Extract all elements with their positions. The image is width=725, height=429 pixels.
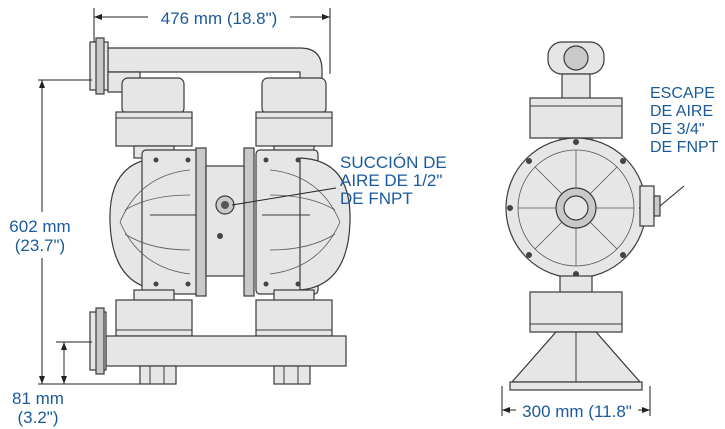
air-inlet-line-3: DE FNPT: [340, 189, 413, 208]
air-exhaust-callout: ESCAPE DE AIRE DE 3/4" DE FNPT: [650, 85, 719, 156]
air-exhaust-line-3: DE 3/4": [650, 121, 705, 138]
air-exhaust-line-4: DE FNPT: [650, 139, 719, 156]
air-inlet-line-2: AIRE DE 1/2": [340, 171, 442, 190]
air-inlet-line-1: SUCCIÓN DE: [340, 153, 447, 172]
dimension-width-side: 300 mm (11.8": [522, 402, 632, 421]
dimension-height-mm: 602 mm: [9, 217, 70, 236]
air-exhaust-line-1: ESCAPE: [650, 85, 715, 102]
dimension-inlet-in: (3.2"): [18, 408, 59, 427]
air-inlet-callout: SUCCIÓN DE AIRE DE 1/2" DE FNPT: [340, 153, 447, 208]
dimension-height-in: (23.7"): [15, 236, 65, 255]
dimension-inlet-mm: 81 mm: [12, 389, 64, 408]
side-view-pump: [505, 41, 661, 391]
air-exhaust-line-2: DE AIRE: [650, 103, 713, 120]
front-view-pump: [89, 37, 351, 385]
dimension-width-front: 476 mm (18.8"): [161, 9, 278, 28]
dimension-lines: [38, 8, 685, 416]
